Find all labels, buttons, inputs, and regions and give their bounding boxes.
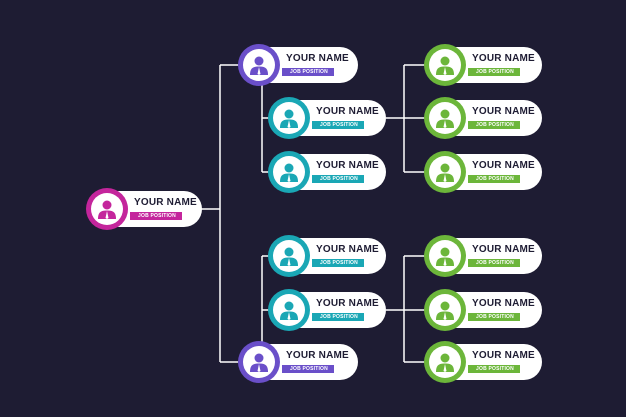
node-name: YOUR NAME (316, 160, 379, 171)
node-job-position: JOB POSITION (468, 175, 520, 183)
node-job-position: JOB POSITION (282, 365, 334, 373)
node-job-position: JOB POSITION (282, 68, 334, 76)
node-bottom-member-1[interactable]: YOUR NAME JOB POSITION (424, 235, 542, 277)
person-icon (98, 200, 116, 219)
avatar (424, 289, 466, 331)
person-icon (280, 301, 298, 320)
node-job-position: JOB POSITION (312, 313, 364, 321)
node-job-position: JOB POSITION (312, 121, 364, 129)
node-root[interactable]: YOUR NAME JOB POSITION (86, 188, 202, 230)
node-name: YOUR NAME (316, 298, 379, 309)
avatar (268, 289, 310, 331)
node-top-member-2[interactable]: YOUR NAME JOB POSITION (424, 97, 542, 139)
root-connector (201, 64, 238, 363)
person-icon (436, 163, 454, 182)
person-icon (436, 56, 454, 75)
person-icon (436, 353, 454, 372)
avatar (268, 235, 310, 277)
node-bottom-lead-2[interactable]: YOUR NAME JOB POSITION (268, 289, 386, 331)
node-job-position: JOB POSITION (468, 365, 520, 373)
node-name: YOUR NAME (472, 244, 535, 255)
node-name: YOUR NAME (316, 244, 379, 255)
person-icon (280, 109, 298, 128)
node-job-position: JOB POSITION (468, 121, 520, 129)
node-job-position: JOB POSITION (130, 212, 182, 220)
node-bottom-member-3[interactable]: YOUR NAME JOB POSITION (424, 341, 542, 383)
person-icon (436, 247, 454, 266)
node-name: YOUR NAME (286, 350, 349, 361)
node-name: YOUR NAME (472, 350, 535, 361)
node-name: YOUR NAME (316, 106, 379, 117)
node-bottom-lead-1[interactable]: YOUR NAME JOB POSITION (268, 235, 386, 277)
person-icon (280, 247, 298, 266)
person-icon (280, 163, 298, 182)
node-job-position: JOB POSITION (312, 175, 364, 183)
avatar (424, 97, 466, 139)
avatar (424, 44, 466, 86)
avatar (238, 341, 280, 383)
avatar (238, 44, 280, 86)
avatar (86, 188, 128, 230)
person-icon (436, 301, 454, 320)
node-job-position: JOB POSITION (468, 313, 520, 321)
avatar (268, 151, 310, 193)
avatar (268, 97, 310, 139)
avatar (424, 151, 466, 193)
node-bottom-member-2[interactable]: YOUR NAME JOB POSITION (424, 289, 542, 331)
person-icon (436, 109, 454, 128)
node-top-member-3[interactable]: YOUR NAME JOB POSITION (424, 151, 542, 193)
node-name: YOUR NAME (472, 53, 535, 64)
top-lead-connector (386, 64, 428, 173)
node-name: YOUR NAME (472, 298, 535, 309)
node-job-position: JOB POSITION (468, 259, 520, 267)
node-top-member-1[interactable]: YOUR NAME JOB POSITION (424, 44, 542, 86)
node-name: YOUR NAME (472, 160, 535, 171)
node-job-position: JOB POSITION (468, 68, 520, 76)
person-icon (250, 353, 268, 372)
node-name: YOUR NAME (134, 197, 197, 208)
avatar (424, 341, 466, 383)
node-top-lead-2[interactable]: YOUR NAME JOB POSITION (268, 151, 386, 193)
node-bottom-manager[interactable]: YOUR NAME JOB POSITION (238, 341, 358, 383)
node-job-position: JOB POSITION (312, 259, 364, 267)
avatar (424, 235, 466, 277)
node-top-lead-1[interactable]: YOUR NAME JOB POSITION (268, 97, 386, 139)
node-top-manager[interactable]: YOUR NAME JOB POSITION (238, 44, 358, 86)
person-icon (250, 56, 268, 75)
bottom-lead-connector (386, 255, 428, 363)
node-name: YOUR NAME (286, 53, 349, 64)
node-name: YOUR NAME (472, 106, 535, 117)
